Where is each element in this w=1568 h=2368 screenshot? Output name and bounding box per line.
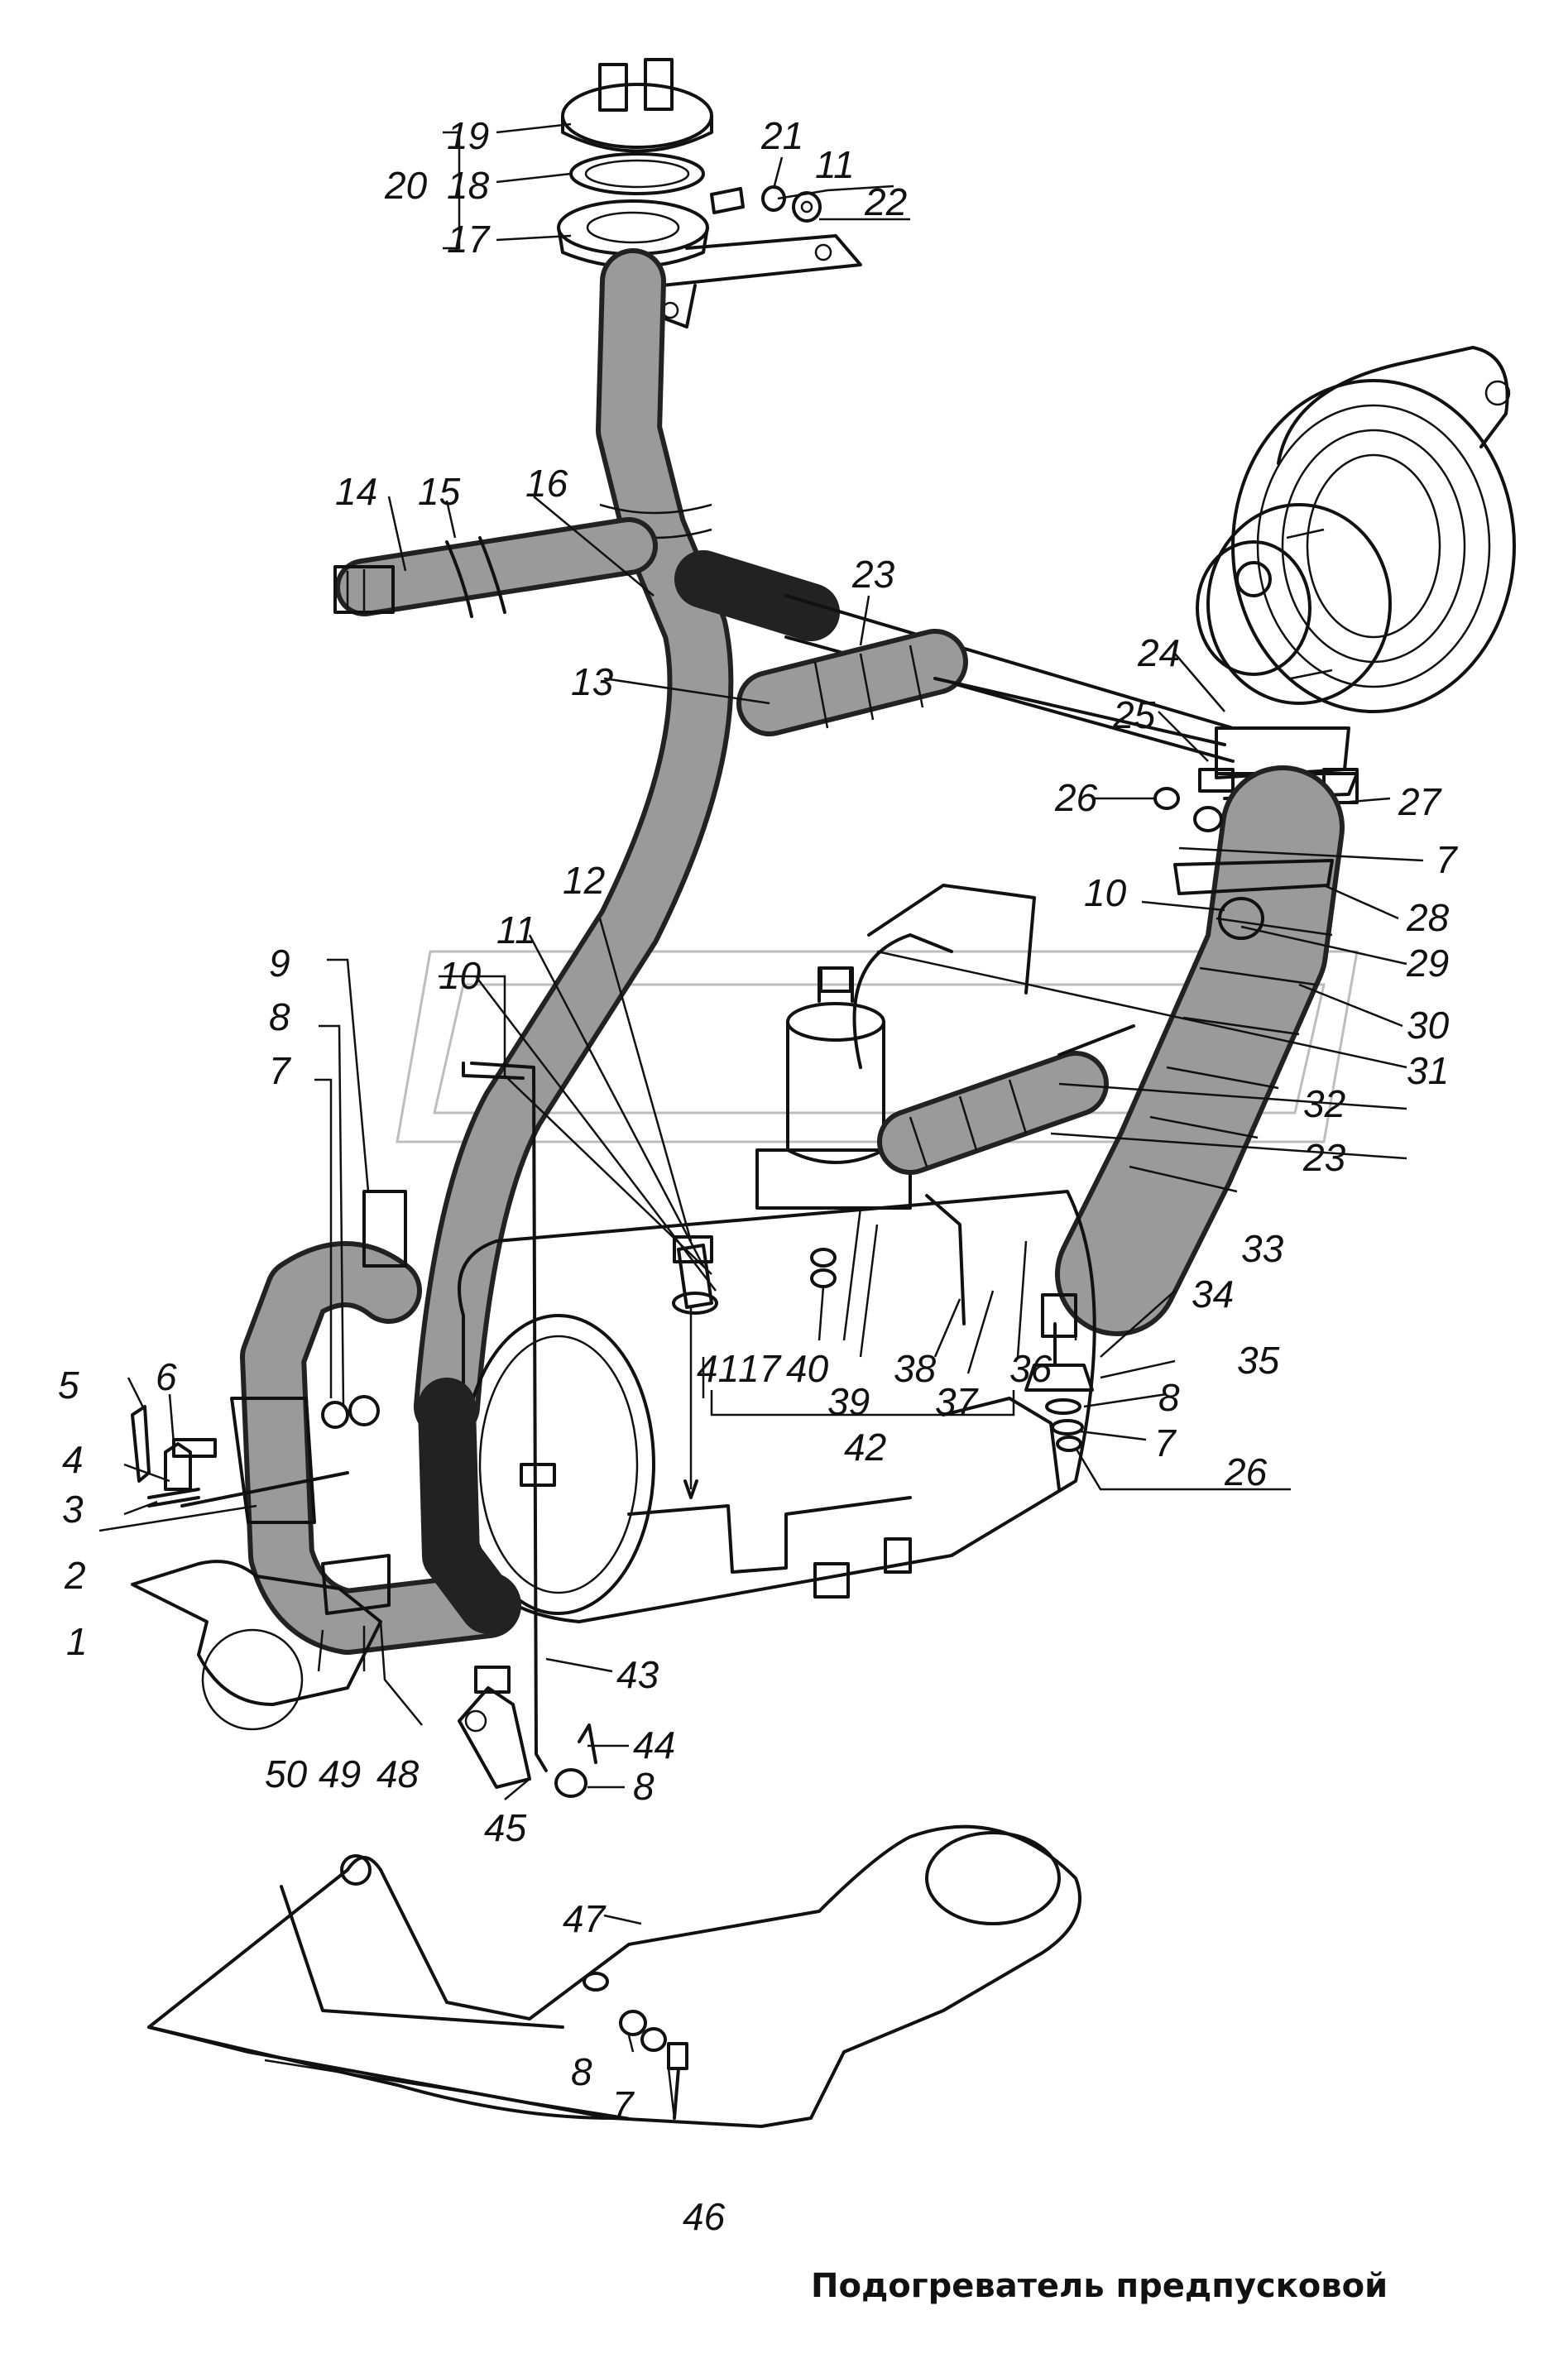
callout-26-top: 26: [1054, 776, 1098, 819]
diagram-caption: Подогреватель предпусковой: [811, 2267, 1388, 2305]
fuel-solenoid: [755, 884, 1135, 1325]
callout-5: 5: [58, 1364, 79, 1407]
callout-17: 17: [447, 218, 491, 261]
callout-4: 4: [62, 1438, 84, 1481]
callout-40: 40: [786, 1347, 829, 1390]
heater-body: [458, 1190, 1096, 1623]
callout-21: 21: [760, 114, 803, 157]
callout-41: 41: [697, 1347, 739, 1390]
callout-19: 19: [447, 114, 489, 157]
callout-43: 43: [616, 1653, 659, 1696]
callout-48: 48: [376, 1752, 420, 1795]
callout-35: 35: [1237, 1339, 1280, 1382]
fuel-line: [458, 1062, 698, 1789]
callout-10-left: 10: [439, 954, 482, 997]
callout-11-top: 11: [815, 143, 855, 186]
callout-22: 22: [864, 180, 907, 223]
callout-2: 2: [64, 1554, 86, 1597]
callout-45: 45: [484, 1806, 527, 1849]
callout-16: 16: [525, 462, 568, 505]
callout-20: 20: [384, 164, 428, 207]
callout-labels: 1 2 3 4 5 6 7 8 9 10 11 12 13 14 15 16 1…: [58, 114, 1458, 2238]
callout-24: 24: [1137, 631, 1180, 674]
callout-37: 37: [935, 1380, 979, 1423]
callout-30: 30: [1407, 1004, 1450, 1047]
callout-26-right: 26: [1224, 1450, 1268, 1493]
fasteners: [131, 787, 1223, 1798]
callout-44: 44: [633, 1723, 675, 1766]
callout-7-right: 7: [1154, 1421, 1177, 1464]
callout-28: 28: [1406, 896, 1450, 939]
callout-8-left: 8: [269, 995, 290, 1038]
callout-10-right: 10: [1084, 871, 1127, 914]
callout-3: 3: [62, 1488, 84, 1531]
callout-27: 27: [1398, 780, 1442, 823]
callout-9: 9: [269, 942, 290, 985]
blower-unit: [1196, 346, 1516, 713]
callout-49: 49: [319, 1752, 361, 1795]
callout-47: 47: [563, 1897, 607, 1940]
callout-32: 32: [1303, 1082, 1345, 1125]
callout-11-left: 11: [496, 908, 536, 952]
callout-6: 6: [156, 1355, 177, 1398]
flex-duct: [1055, 726, 1359, 1336]
callout-8-right: 8: [1158, 1376, 1180, 1419]
callout-8-mid: 8: [633, 1765, 655, 1808]
callout-23-top: 23: [851, 553, 895, 596]
callout-7-right-top: 7: [1436, 838, 1458, 881]
callout-39: 39: [827, 1380, 870, 1423]
callout-15: 15: [418, 470, 461, 513]
callout-34: 34: [1192, 1273, 1234, 1316]
callout-1: 1: [66, 1620, 88, 1663]
callout-29: 29: [1406, 942, 1449, 985]
coolant-hoses-upper: [414, 248, 734, 1440]
callout-12: 12: [563, 859, 605, 902]
callout-23-lower: 23: [1302, 1136, 1346, 1179]
callout-38: 38: [894, 1347, 937, 1390]
callout-33: 33: [1241, 1227, 1284, 1270]
callout-46: 46: [683, 2195, 726, 2238]
callout-7-bottom: 7: [612, 2083, 635, 2126]
watermark: [396, 950, 1359, 1143]
bottom-shield: [147, 1824, 1081, 2128]
lower-hoses: [131, 1190, 521, 1731]
leader-lines: [98, 122, 1424, 2119]
callout-8-bottom: 8: [571, 2050, 592, 2093]
callout-7-left: 7: [269, 1049, 291, 1092]
callout-36: 36: [1009, 1347, 1053, 1390]
branch-pipes: [333, 517, 1235, 763]
callout-50: 50: [265, 1752, 308, 1795]
callout-18: 18: [447, 164, 490, 207]
callout-13: 13: [571, 660, 614, 703]
callout-17-lower: 17: [738, 1347, 782, 1390]
callout-14: 14: [335, 470, 377, 513]
callout-42: 42: [844, 1426, 886, 1469]
callout-25: 25: [1112, 693, 1156, 736]
bolt-washer-set-top: [710, 185, 822, 223]
callout-31: 31: [1407, 1049, 1449, 1092]
